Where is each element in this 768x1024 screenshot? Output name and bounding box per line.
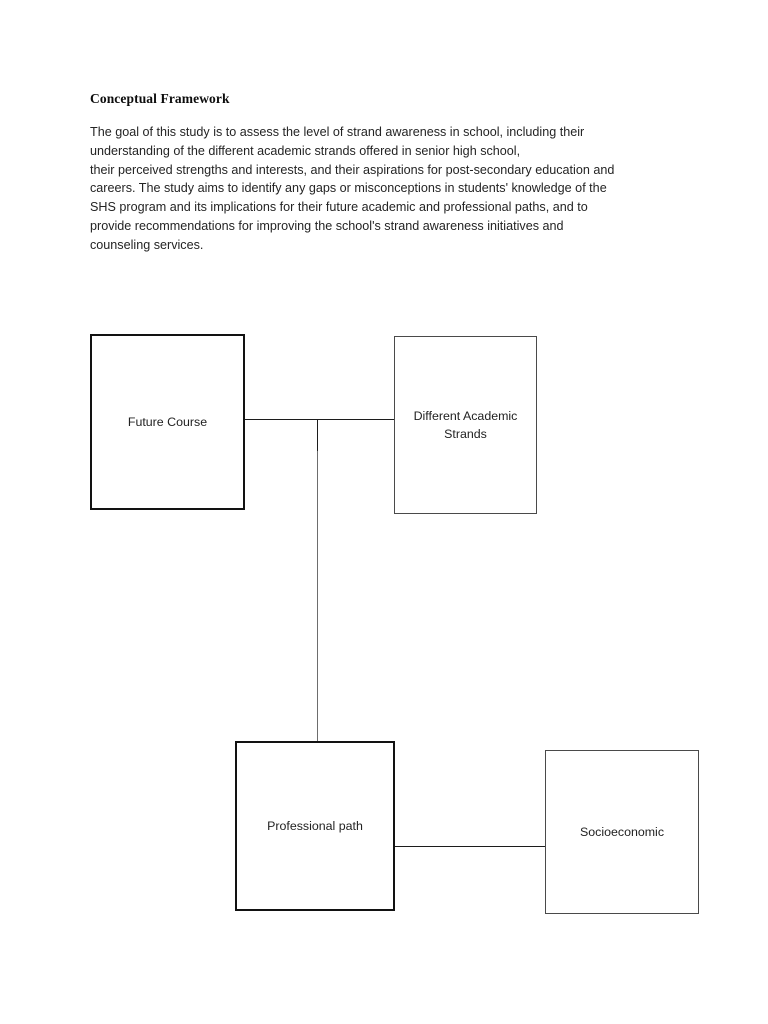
node-different-academic-strands: Different Academic Strands bbox=[394, 336, 537, 514]
paragraph-line: The goal of this study is to assess the … bbox=[90, 125, 585, 139]
node-future-course-label: Future Course bbox=[127, 415, 208, 429]
connector-future-course-to-academic-strands bbox=[244, 419, 395, 420]
page-title: Conceptual Framework bbox=[90, 91, 230, 106]
node-professional-path-label: Professional path bbox=[267, 819, 363, 833]
body-paragraph: The goal of this study is to assess the … bbox=[90, 123, 682, 255]
node-future-course: Future Course bbox=[90, 334, 245, 510]
paragraph-line: understanding of the different academic … bbox=[90, 143, 521, 158]
connector-vertical-stem bbox=[317, 419, 318, 742]
paragraph-line: their perceived strengths and interests,… bbox=[90, 162, 615, 177]
paragraph-line: counseling services. bbox=[90, 237, 204, 252]
node-different-academic-strands-label: Different Academic Strands bbox=[406, 407, 526, 443]
node-label-line-1: Different Academic bbox=[413, 409, 518, 423]
node-socioeconomic-label: Socioeconomic bbox=[579, 825, 665, 839]
node-socioeconomic: Socioeconomic bbox=[545, 750, 699, 914]
node-professional-path: Professional path bbox=[235, 741, 395, 911]
connector-professional-path-to-socioeconomic bbox=[394, 846, 546, 847]
paragraph-line: careers. The study aims to identify any … bbox=[90, 181, 607, 196]
node-label-line-2: Strands bbox=[444, 427, 487, 441]
connector-vertical-stem-upper bbox=[317, 419, 318, 451]
paragraph-line: SHS program and its implications for the… bbox=[90, 200, 588, 215]
paragraph-line: provide recommendations for improving th… bbox=[90, 218, 564, 233]
